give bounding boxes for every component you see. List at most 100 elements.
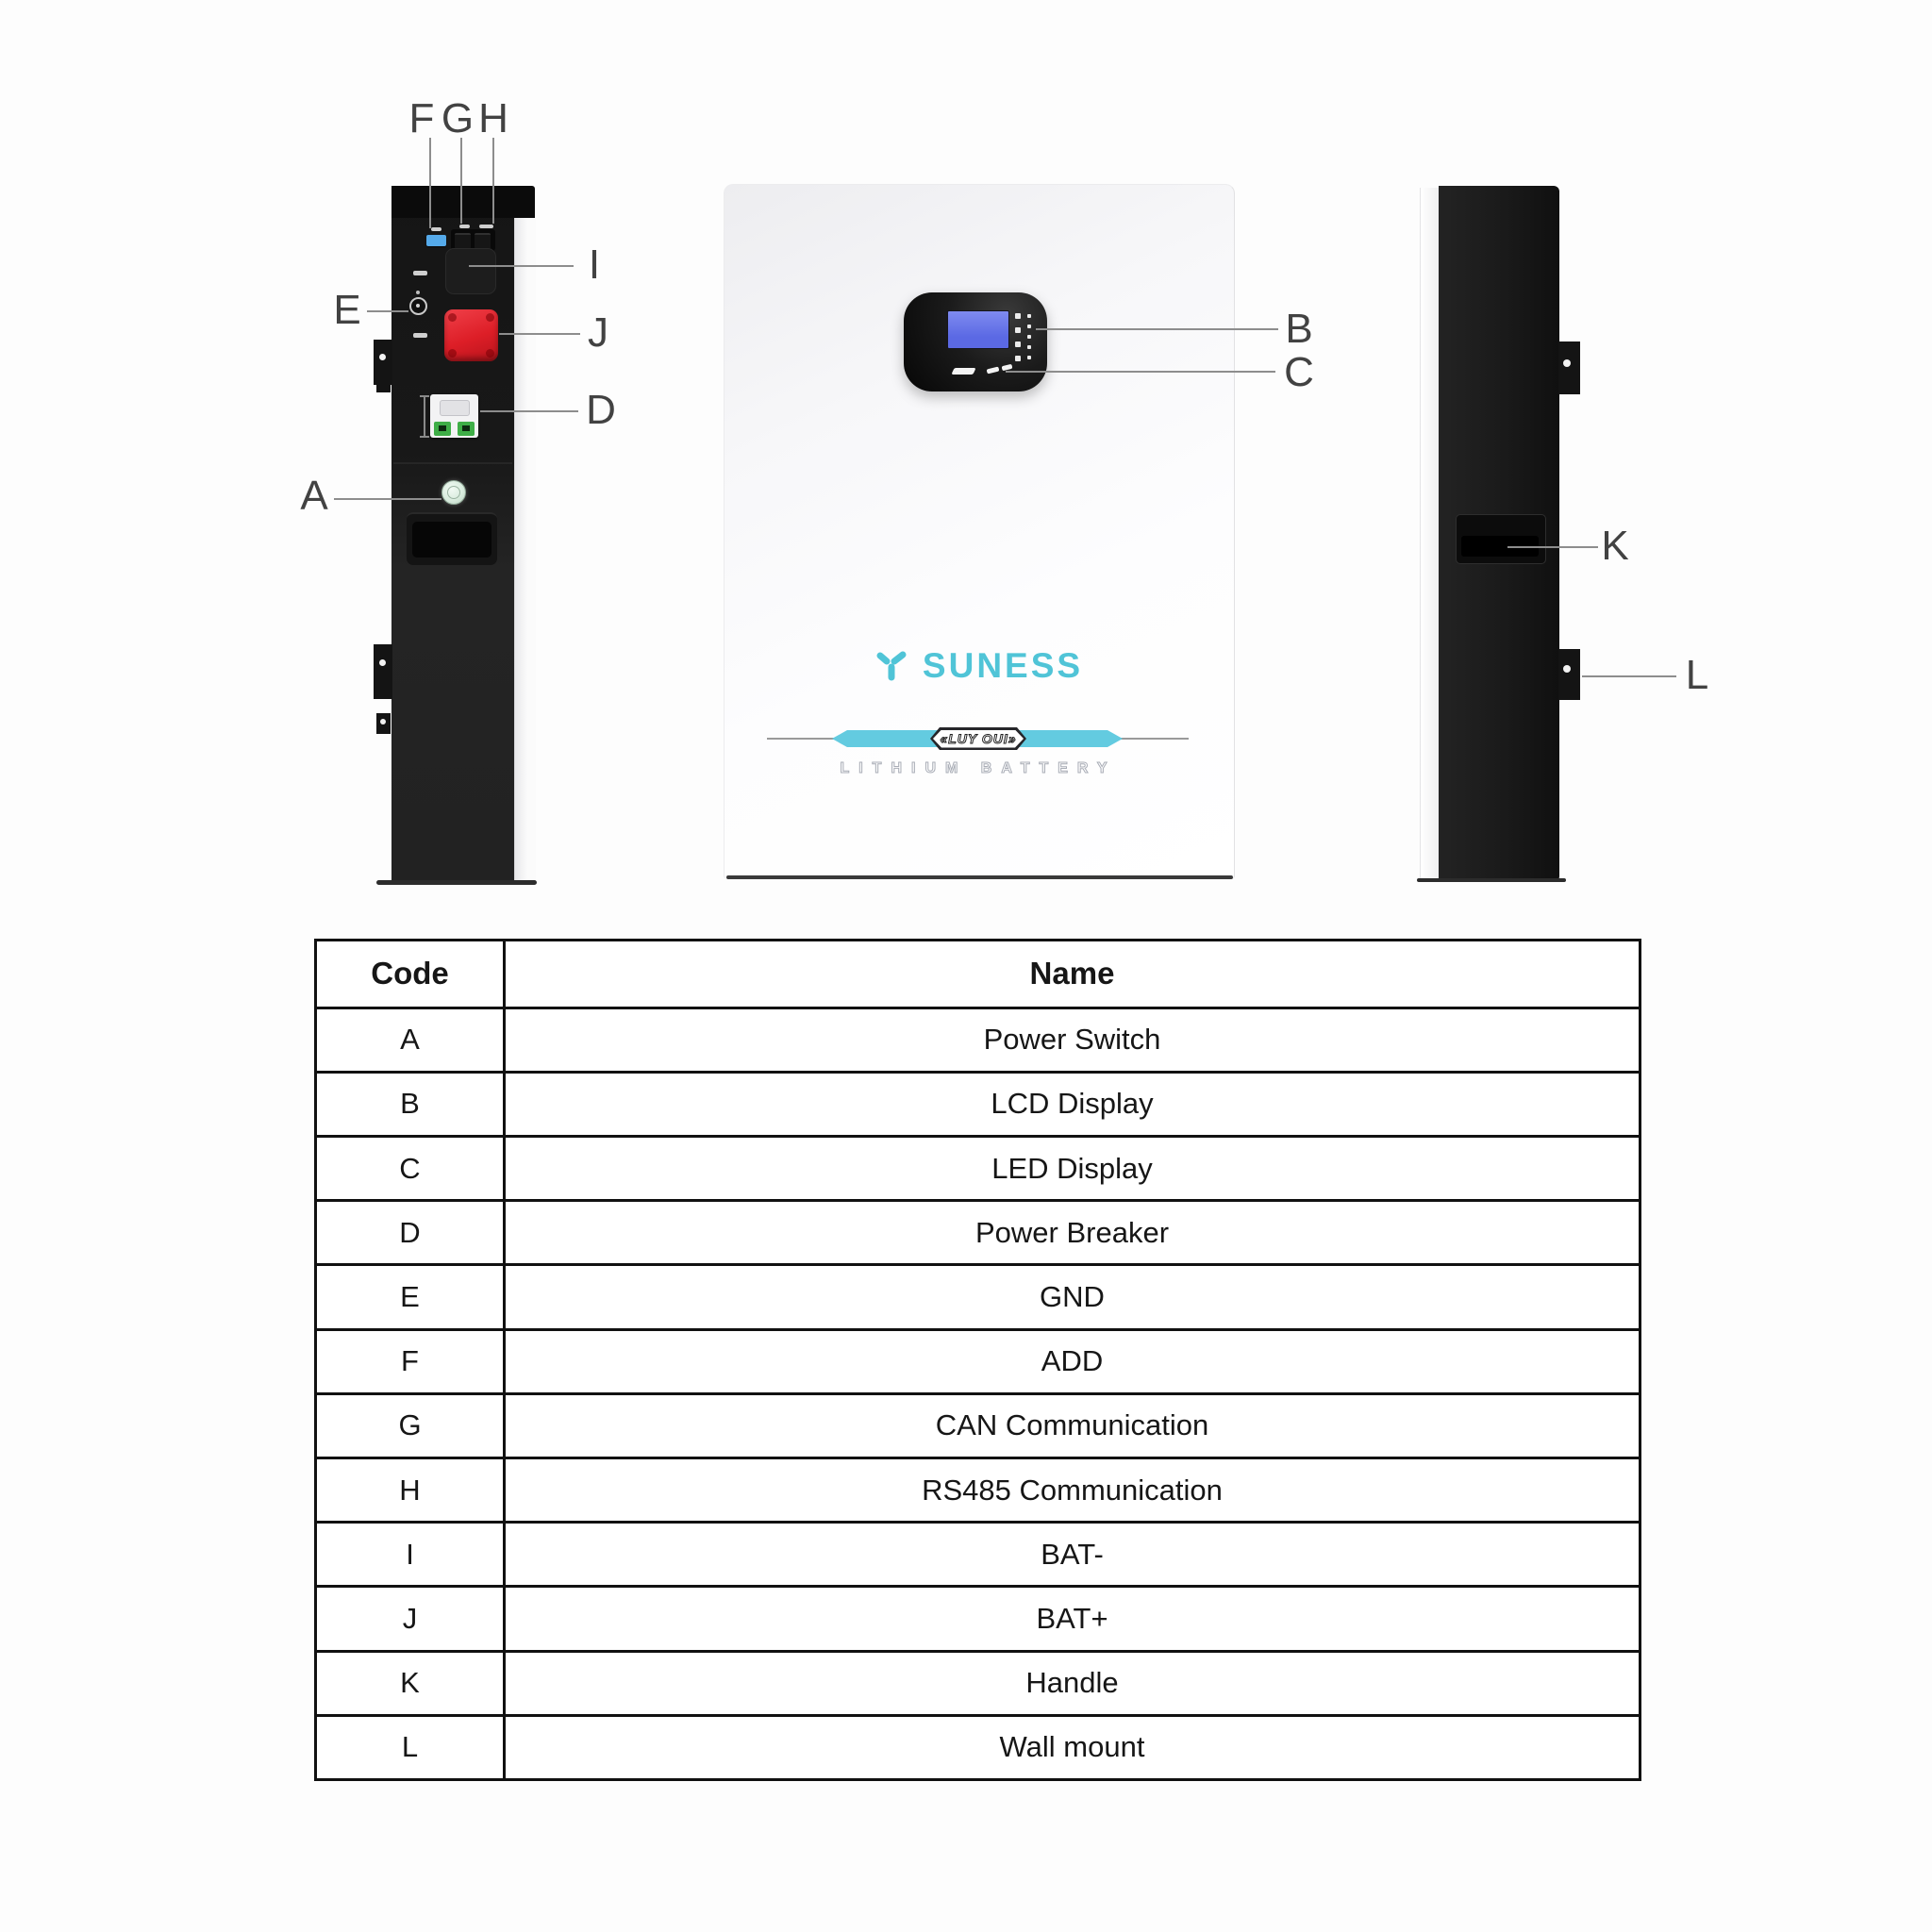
leader-line-E <box>367 310 408 312</box>
bracket-screw-hole <box>1563 359 1571 367</box>
table-header-row: Code Name <box>314 939 1641 1009</box>
cell-code: C <box>314 1135 506 1203</box>
right-column-front-edge <box>1420 188 1440 880</box>
cell-code: L <box>314 1713 506 1782</box>
cell-name: Handle <box>503 1649 1641 1717</box>
cell-name: LED Display <box>503 1135 1641 1203</box>
cell-name: CAN Communication <box>503 1391 1641 1460</box>
breaker-lever[interactable] <box>440 400 470 416</box>
left-handle-recess[interactable] <box>407 512 497 565</box>
leader-line-C <box>1006 371 1275 373</box>
ribbon-badge-text: «LUY OUI» <box>940 731 1017 746</box>
callout-I: I <box>588 242 601 288</box>
callout-J: J <box>588 309 608 356</box>
cell-name: BAT+ <box>503 1585 1641 1653</box>
ribbon-badge: «LUY OUI» <box>930 727 1026 750</box>
callout-F: F <box>408 95 435 142</box>
leader-line-B <box>1036 328 1278 330</box>
cell-name: Power Breaker <box>503 1199 1641 1267</box>
gnd-screw[interactable] <box>409 297 427 315</box>
callout-B: B <box>1285 306 1313 352</box>
leader-line-K <box>1507 546 1598 548</box>
left-column-seam <box>393 462 512 464</box>
bat-minus-terminal[interactable] <box>445 248 496 294</box>
leader-line-H <box>492 138 494 224</box>
communication-ports[interactable] <box>451 229 495 251</box>
cell-name: Wall mount <box>503 1713 1641 1782</box>
callout-G: G <box>441 95 475 142</box>
leader-line-F <box>429 138 431 228</box>
front-view-base <box>726 875 1233 879</box>
cell-code: H <box>314 1456 506 1524</box>
leader-line-J <box>499 333 580 335</box>
rs485-port-label-mark <box>479 225 493 228</box>
callout-L: L <box>1685 652 1709 698</box>
callout-H: H <box>478 95 508 142</box>
wall-bracket-lower-right <box>1558 649 1580 700</box>
cell-name: Power Switch <box>503 1006 1641 1074</box>
callout-D: D <box>586 387 616 433</box>
cell-name: BAT- <box>503 1521 1641 1589</box>
callout-A: A <box>300 473 328 519</box>
cell-name: ADD <box>503 1327 1641 1395</box>
right-view-base <box>1417 878 1566 882</box>
display-module <box>904 292 1047 391</box>
suness-logo-icon <box>876 651 907 681</box>
bracket-screw-hole <box>380 719 386 724</box>
lcd-screen <box>947 310 1009 349</box>
callout-C: C <box>1284 349 1314 395</box>
header-name: Name <box>503 939 1641 1009</box>
left-column-top-cap <box>391 186 535 218</box>
leader-line-D <box>480 410 578 412</box>
wall-bracket-upper-left <box>374 340 392 385</box>
bat-plus-terminal[interactable] <box>444 309 498 361</box>
add-button[interactable] <box>426 235 446 246</box>
wall-bracket-upper-right <box>1558 341 1580 394</box>
cell-code: G <box>314 1391 506 1460</box>
right-handle-recess[interactable] <box>1456 514 1546 564</box>
breaker-terminal <box>458 422 475 436</box>
cell-code: D <box>314 1199 506 1267</box>
can-port[interactable] <box>455 233 471 249</box>
wall-bracket-upper-left-foot <box>376 381 391 392</box>
cell-code: F <box>314 1327 506 1395</box>
breaker-terminal <box>434 422 451 436</box>
power-switch-button[interactable] <box>441 480 466 505</box>
leader-line-L <box>1582 675 1676 677</box>
leader-line-A <box>334 498 441 500</box>
header-code: Code <box>314 939 506 1009</box>
callout-K: K <box>1601 523 1629 569</box>
led-display-column-1 <box>1015 313 1021 361</box>
wall-bracket-lower-left <box>374 644 392 699</box>
brand-logo-row: SUNESS <box>724 646 1233 685</box>
brand-tagline: LITHIUM BATTERY <box>840 760 1117 777</box>
cell-name: RS485 Communication <box>503 1456 1641 1524</box>
polarity-plus-mark <box>413 333 427 338</box>
bracket-screw-hole <box>379 354 386 360</box>
polarity-minus-mark <box>413 271 427 275</box>
cell-name: GND <box>503 1263 1641 1331</box>
bracket-screw-hole <box>1563 665 1571 673</box>
bracket-screw-hole <box>379 659 386 666</box>
leader-line-I <box>469 265 574 267</box>
cell-code: A <box>314 1006 506 1074</box>
brand-logo-text: SUNESS <box>922 646 1084 685</box>
power-breaker[interactable] <box>430 394 478 438</box>
led-display-column-2 <box>1027 314 1031 359</box>
display-button-mark[interactable] <box>951 368 976 375</box>
rs485-port[interactable] <box>475 233 491 249</box>
display-button-mark[interactable] <box>986 366 1000 375</box>
